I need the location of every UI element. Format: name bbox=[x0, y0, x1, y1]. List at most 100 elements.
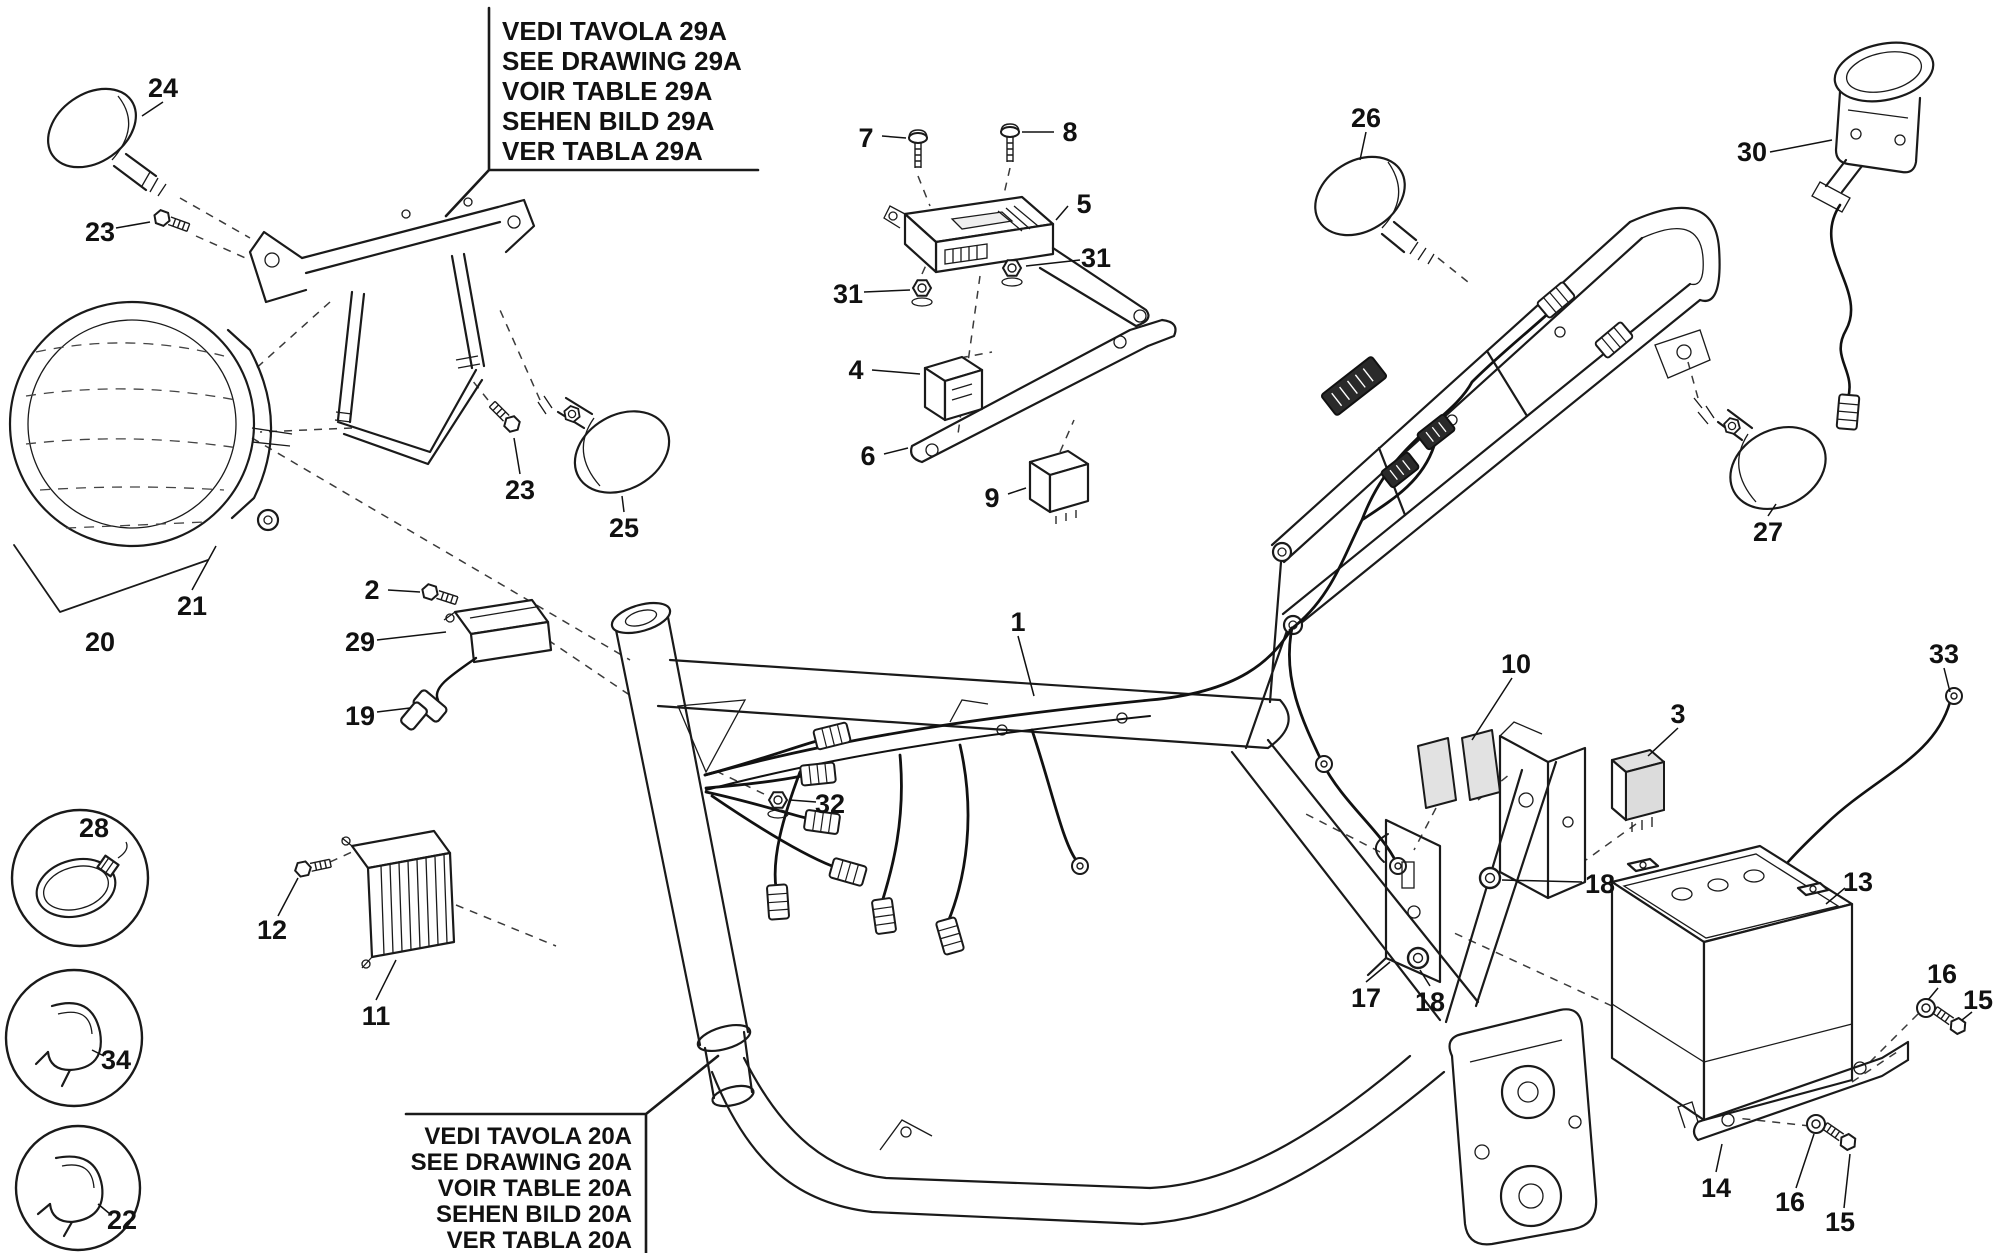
callout-leader-5 bbox=[1055, 205, 1069, 221]
ecu-5 bbox=[883, 195, 1055, 274]
part-callout-16: 16 bbox=[1927, 959, 1957, 989]
callout-leader-23 bbox=[513, 437, 521, 475]
screw-15-lower bbox=[1820, 1119, 1860, 1154]
turn-signal-24 bbox=[47, 87, 167, 197]
callout-leader-18 bbox=[1501, 879, 1583, 883]
relay-9 bbox=[1028, 449, 1090, 524]
nut-31-right bbox=[1001, 259, 1023, 287]
callout-leader-10 bbox=[1471, 677, 1513, 741]
callout-leader-9 bbox=[1007, 487, 1027, 495]
bracket-6 bbox=[910, 246, 1177, 464]
part-callout-15: 15 bbox=[1825, 1207, 1855, 1237]
callout-leader-17 bbox=[1365, 961, 1391, 983]
headlight-bracket-assembly bbox=[248, 197, 536, 466]
note-drawing-20a: VEDI TAVOLA 20A SEE DRAWING 20A VOIR TAB… bbox=[396, 1124, 632, 1253]
part-callout-23: 23 bbox=[85, 217, 115, 247]
part-callout-28: 28 bbox=[79, 813, 109, 843]
callout-leader-18 bbox=[1419, 969, 1431, 987]
part-callout-23: 23 bbox=[505, 475, 535, 505]
part-callout-25: 25 bbox=[609, 513, 639, 543]
callout-leader-27 bbox=[1767, 503, 1777, 517]
callout-leader-25 bbox=[621, 495, 625, 513]
bolt-23-lower bbox=[486, 398, 524, 436]
part-callout-18: 18 bbox=[1585, 869, 1615, 899]
part-callout-32: 32 bbox=[815, 789, 845, 819]
part-callout-22: 22 bbox=[107, 1205, 137, 1235]
note-20a-border bbox=[404, 1054, 720, 1253]
washer-16-upper bbox=[1916, 998, 1936, 1018]
callout-leader-30 bbox=[1769, 139, 1833, 153]
part-callout-12: 12 bbox=[257, 915, 287, 945]
part-callout-29: 29 bbox=[345, 627, 375, 657]
callout-leader-1 bbox=[1017, 635, 1035, 697]
callout-leader-4 bbox=[871, 369, 921, 375]
part-callout-3: 3 bbox=[1670, 699, 1685, 729]
part-callout-16: 16 bbox=[1775, 1187, 1805, 1217]
part-callout-31: 31 bbox=[1081, 243, 1111, 273]
ignition-coil-29 bbox=[400, 598, 553, 731]
callout-leader-31 bbox=[863, 289, 911, 293]
note-line: VER TABLA 20A bbox=[446, 1227, 632, 1253]
battery-13 bbox=[1610, 844, 1854, 1122]
turn-signal-27 bbox=[1693, 397, 1827, 511]
callout-leader-19 bbox=[376, 707, 411, 713]
part-callout-2: 2 bbox=[364, 575, 379, 605]
bolt-23-upper bbox=[151, 207, 192, 236]
callout-leader-26 bbox=[1359, 131, 1367, 161]
screw-12 bbox=[292, 855, 333, 879]
note-line: VOIR TABLE 29A bbox=[502, 76, 713, 106]
part-callout-7: 7 bbox=[858, 123, 873, 153]
callout-leader-23 bbox=[115, 221, 151, 229]
callout-leader-6 bbox=[883, 447, 909, 455]
part-callout-8: 8 bbox=[1062, 117, 1077, 147]
headlight-assembly bbox=[8, 300, 293, 613]
part-callout-31: 31 bbox=[833, 279, 863, 309]
part-callout-14: 14 bbox=[1701, 1173, 1731, 1203]
part-callout-21: 21 bbox=[177, 591, 207, 621]
callout-leader-11 bbox=[375, 959, 397, 1001]
part-callout-20: 20 bbox=[85, 627, 115, 657]
detail-circle-28 bbox=[10, 808, 150, 948]
regulator-11 bbox=[341, 829, 456, 969]
note-line: VOIR TABLE 20A bbox=[437, 1175, 632, 1202]
note-line: SEHEN BILD 20A bbox=[435, 1201, 632, 1228]
part-callout-24: 24 bbox=[148, 73, 178, 103]
note-line: VEDI TAVOLA 29A bbox=[502, 16, 727, 46]
part-callout-17: 17 bbox=[1351, 983, 1381, 1013]
callout-leader-15 bbox=[1961, 1011, 1973, 1021]
note-line: VEDI TAVOLA 20A bbox=[424, 1123, 632, 1150]
battery-bracket-17 bbox=[1366, 818, 1442, 984]
callout-leader-33 bbox=[1943, 667, 1951, 693]
detail-circle-34 bbox=[4, 968, 144, 1108]
rubber-pads-10 bbox=[1417, 729, 1501, 809]
rear-subframe bbox=[1270, 206, 1721, 636]
part-callout-5: 5 bbox=[1076, 189, 1091, 219]
relay-4 bbox=[923, 355, 984, 422]
callout-leader-31 bbox=[1025, 259, 1081, 267]
note-line: SEE DRAWING 20A bbox=[410, 1149, 632, 1176]
nut-31-left bbox=[911, 279, 933, 307]
part-callout-34: 34 bbox=[101, 1045, 131, 1075]
callout-leader-7 bbox=[881, 135, 907, 139]
grommet-18-upper bbox=[1478, 866, 1502, 890]
callout-leader-21 bbox=[191, 545, 217, 591]
callout-leader-3 bbox=[1647, 727, 1679, 757]
tail-lamp-30 bbox=[1811, 41, 1935, 431]
part-callout-30: 30 bbox=[1737, 137, 1767, 167]
part-callout-4: 4 bbox=[848, 355, 863, 385]
detail-circle-22 bbox=[14, 1124, 142, 1252]
callout-leader-29 bbox=[376, 631, 447, 641]
turn-signal-26 bbox=[1314, 155, 1435, 265]
callout-leader-24 bbox=[141, 101, 164, 117]
turn-signal-25 bbox=[537, 395, 671, 494]
part-callout-27: 27 bbox=[1753, 517, 1783, 547]
screw-8 bbox=[1000, 123, 1020, 163]
note-29a-border bbox=[444, 6, 760, 218]
part-callout-13: 13 bbox=[1843, 867, 1873, 897]
callout-leader-2 bbox=[387, 589, 421, 593]
screw-2 bbox=[419, 581, 460, 609]
callout-leader-22 bbox=[97, 1203, 111, 1215]
